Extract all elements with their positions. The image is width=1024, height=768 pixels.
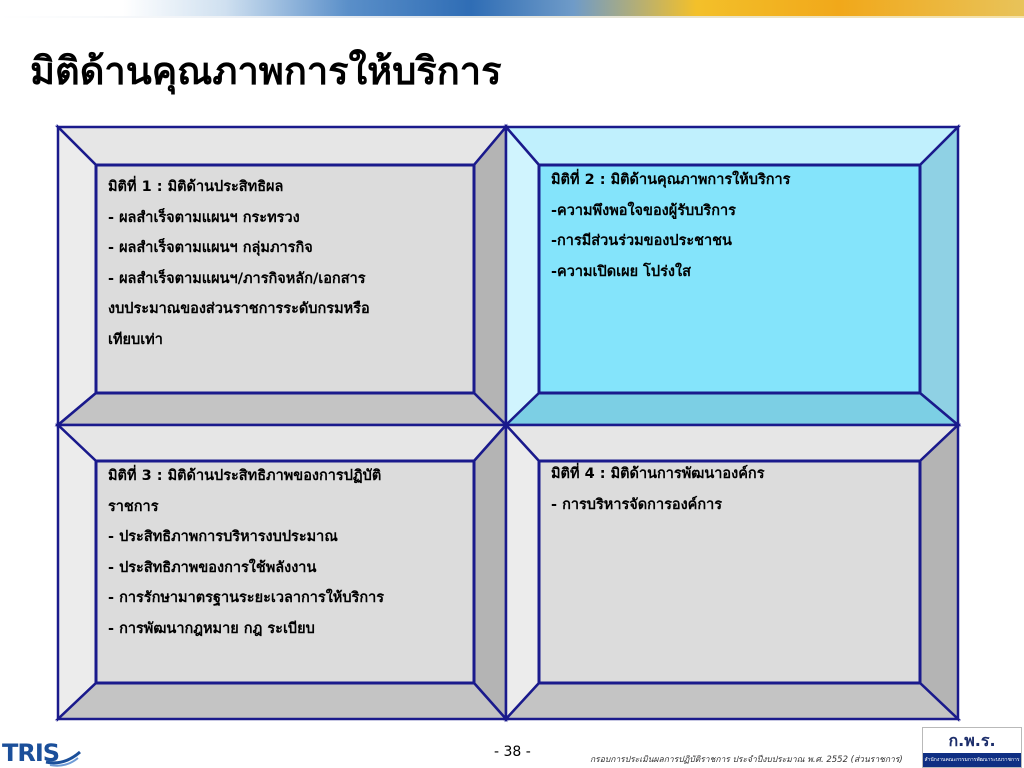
quadrant-text: มิติที่ 2 : มิติด้านคุณภาพการให้บริการ -… [551,165,919,287]
dimension-line: - ผลสำเร็จตามแผนฯ/ภารกิจหลัก/เอกสาร [108,270,366,287]
bevel-left [504,421,541,723]
bevel-face [94,459,476,685]
bevel-bottom [503,681,962,721]
dimension-line: - ประสิทธิภาพการบริหารงบประมาณ [108,529,338,545]
dimension-line: งบประมาณของส่วนราชการระดับกรมหรือ [108,301,370,317]
dimension-line: - การรักษามาตรฐานระยะเวลาการให้บริการ [108,590,385,606]
bevel-top [503,125,962,167]
dimension-line: -การมีส่วนร่วมของประชาชน [551,233,732,249]
bevel-face [537,163,922,395]
bevel-left [56,422,98,722]
bevel-right [918,422,960,722]
bevel-bottom [502,391,962,427]
dimension-grid: มิติที่ 1 : มิติด้านประสิทธิผล - ผลสำเร็… [54,123,962,723]
dimension-heading: มิติที่ 3 : มิติด้านประสิทธิภาพของการปฏิ… [108,468,382,484]
dimension-line: - ประสิทธิภาพของการใช้พลังงาน [108,559,317,576]
dimension-heading: มิติที่ 1 : มิติด้านประสิทธิผล [108,179,284,195]
quadrant-dimension-2: มิติที่ 2 : มิติด้านคุณภาพการให้บริการ -… [502,123,962,428]
bevel-bottom [54,391,510,427]
bevel-right [472,421,508,723]
quadrant-text: มิติที่ 3 : มิติด้านประสิทธิภาพของการปฏิ… [108,461,470,644]
dimension-line: ราชการ [108,498,159,515]
quadrant-bevel-frame [54,123,510,429]
footer-caption: กรอบการประเมินผลการปฏิบัติราชการ ประจำปี… [590,755,903,765]
quadrant-dimension-4: มิติที่ 4 : มิติด้านการพัฒนาองค์กร - การ… [503,421,962,723]
quadrant-text: มิติที่ 4 : มิติด้านการพัฒนาองค์กร - การ… [551,459,919,520]
bevel-face [94,163,476,395]
quadrant-text: มิติที่ 1 : มิติด้านประสิทธิผล - ผลสำเร็… [108,172,470,355]
dimension-heading: มิติที่ 4 : มิติด้านการพัฒนาองค์กร [551,466,765,482]
bevel-left [56,123,98,428]
opdc-logo-band: สำนักงานคณะกรรมการพัฒนาระบบราชการ [923,753,1021,767]
top-gradient-bar [0,0,1024,18]
opdc-logo: ก.พ.ร. สำนักงานคณะกรรมการพัฒนาระบบราชการ [922,727,1022,768]
tris-logo: TRIS [2,739,82,768]
dimension-line: เทียบเท่า [108,331,163,348]
quadrant-bevel-frame [54,421,509,723]
dimension-line: - ผลสำเร็จตามแผนฯ กลุ่มภารกิจ [108,240,313,256]
dimension-line: - ผลสำเร็จตามแผนฯ กระทรวง [108,209,300,226]
quadrant-bevel-frame [503,421,962,723]
bevel-top [503,423,962,463]
bevel-right [472,123,508,429]
tris-swoosh-icon [45,750,81,767]
quadrant-dimension-1: มิติที่ 1 : มิติด้านประสิทธิผล - ผลสำเร็… [54,123,510,429]
dimension-line: - การพัฒนากฎหมาย กฎ ระเบียบ [108,620,315,637]
dimension-line: -ความเปิดเผย โปร่งใส [551,263,691,280]
bevel-bottom [54,681,509,721]
bevel-right [918,123,960,428]
bevel-top [54,423,509,463]
page-number: - 38 - [494,744,531,760]
dimension-line: -ความพึงพอใจของผู้รับบริการ [551,202,736,219]
quadrant-dimension-3: มิติที่ 3 : มิติด้านประสิทธิภาพของการปฏิ… [54,421,509,723]
bevel-top [54,125,509,167]
dimension-line: - การบริหารจัดการองค์การ [551,496,723,513]
slide-title: มิติด้านคุณภาพการให้บริการ [30,49,502,93]
dimension-heading: มิติที่ 2 : มิติด้านคุณภาพการให้บริการ [551,172,791,188]
bevel-left [504,123,541,428]
bevel-face [537,459,922,685]
opdc-logo-text: ก.พ.ร. [948,731,996,750]
quadrant-bevel-frame [502,123,962,428]
